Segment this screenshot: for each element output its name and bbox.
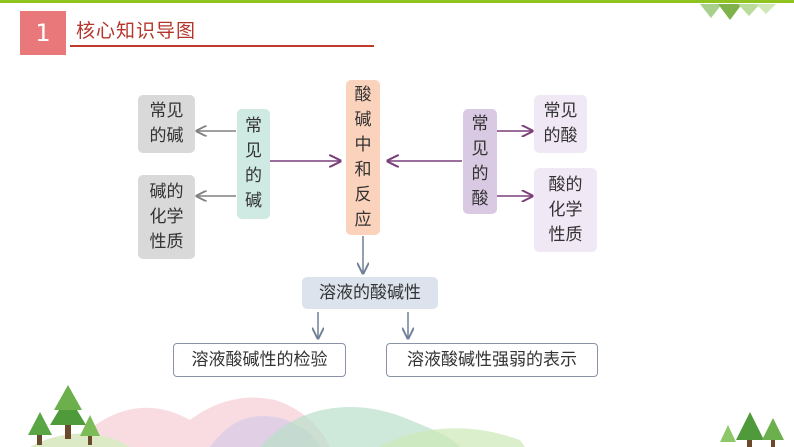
tree-icon [736,412,764,447]
box-acidity-strength: 溶液酸碱性强弱的表示 [386,343,598,377]
text-line: 常见 [543,101,578,121]
box-common-bases-center: 常 见 的 碱 [237,109,270,219]
text-char: 见 [471,138,489,159]
text-line: 化学 [149,206,184,227]
text-char: 中 [354,134,372,155]
box-common-bases-left: 常见 的碱 [138,95,195,153]
text-line: 性质 [149,231,184,252]
text-line: 性质 [548,224,583,245]
tree-icon [50,385,86,439]
text-char: 的 [245,166,262,186]
tree-icon [80,415,100,445]
box-acidity-testing: 溶液酸碱性的检验 [173,343,346,377]
tree-icon [762,418,784,447]
text-char: 和 [354,159,372,180]
box-common-acids-right: 常见 的酸 [534,95,587,153]
box-base-chemical-properties: 碱的 化学 性质 [138,175,195,259]
text-char: 常 [471,113,489,134]
text-line: 的碱 [149,126,184,146]
box-acid-base-neutralization: 酸 碱 中 和 反 应 [346,80,380,235]
box-common-acids-center: 常 见 的 酸 [463,109,497,214]
text-char: 见 [245,141,262,161]
text-char: 应 [354,209,372,230]
text-line: 常见 [149,101,184,121]
box-solution-acidity: 溶液的酸碱性 [302,277,438,309]
text-char: 常 [245,116,262,136]
tree-icon [28,412,52,445]
text-line: 酸的 [548,174,583,195]
top-green-bar [0,0,794,3]
text-line: 化学 [548,199,583,220]
text-line: 碱的 [149,181,184,202]
text-char: 反 [354,184,372,205]
text-char: 碱 [354,109,372,130]
section-number-badge: 1 [20,11,66,55]
text-char: 碱 [245,191,262,211]
box-acid-chemical-properties: 酸的 化学 性质 [534,168,597,252]
tree-icon [720,425,736,442]
text-line: 的酸 [543,126,578,146]
text-char: 酸 [471,188,489,209]
top-right-decoration [700,4,776,20]
text-char: 的 [471,163,489,184]
page-title: 核心知识导图 [76,20,197,42]
title-underline [70,45,374,47]
text-char: 酸 [354,84,372,105]
